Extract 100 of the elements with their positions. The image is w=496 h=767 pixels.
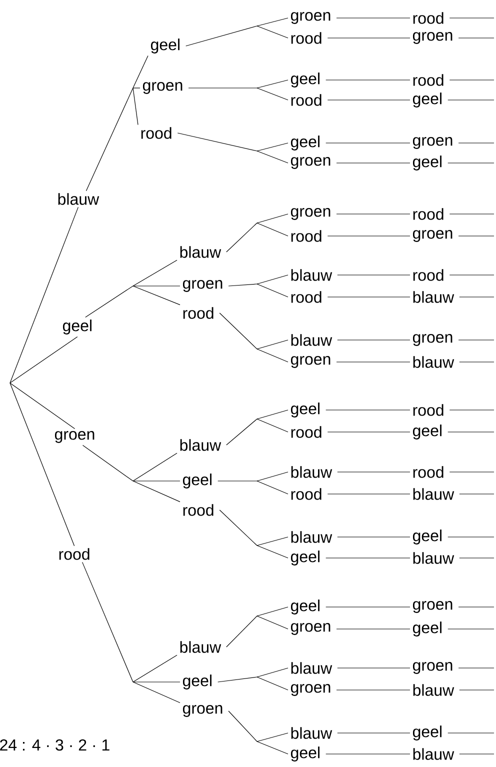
branch-line: [186, 26, 258, 46]
branch-label: geel: [290, 550, 320, 566]
branch-line: [458, 142, 494, 144]
branch-line: [326, 606, 410, 608]
branch-line: [82, 444, 134, 482]
branch-line: [228, 710, 258, 742]
branch-line: [256, 472, 288, 482]
formula-label: 24 : 4 · 3 · 2 · 1: [0, 739, 110, 751]
branch-line: [256, 606, 288, 616]
branch-line: [448, 536, 494, 538]
branch-label: geel: [412, 530, 442, 544]
branch-label: groen: [290, 157, 330, 169]
branch-label: groen: [412, 601, 452, 613]
branch-label: geel: [412, 424, 442, 440]
branch-label: blauw: [291, 727, 332, 739]
branch-label: blauw: [413, 552, 454, 564]
branch-line: [226, 616, 258, 648]
branch-label: blauw: [58, 193, 100, 205]
branch-label: groen: [54, 431, 94, 443]
branch-label: rood: [413, 208, 444, 220]
branch-label: blauw: [413, 748, 454, 760]
branch-line: [218, 480, 258, 482]
branch-line: [337, 732, 410, 734]
branch-label: geel: [290, 746, 320, 762]
branch-line: [10, 336, 78, 384]
branch-line: [448, 732, 494, 734]
branch-label: groen: [412, 334, 452, 346]
branch-line: [256, 142, 288, 152]
branch-label: rood: [291, 426, 322, 438]
branch-label: geel: [290, 136, 320, 150]
branch-label: rood: [413, 269, 444, 281]
branch-label: groen: [182, 705, 222, 717]
branch-label: geel: [150, 38, 180, 54]
branch-label: blauw: [413, 291, 454, 303]
branch-label: rood: [59, 548, 90, 560]
branch-label: blauw: [291, 466, 332, 478]
branch-line: [82, 562, 134, 682]
branch-label: rood: [291, 291, 322, 303]
branch-line: [256, 348, 288, 362]
branch-label: groen: [290, 623, 330, 635]
branch-label: groen: [290, 12, 330, 24]
branch-line: [256, 340, 288, 350]
branch-label: rood: [291, 488, 322, 500]
branch-line: [256, 418, 288, 432]
branch-label: groen: [290, 684, 330, 696]
branch-label: geel: [290, 72, 320, 88]
branch-line: [256, 741, 288, 754]
branch-label: blauw: [180, 246, 222, 258]
branch-line: [337, 536, 410, 538]
branch-line: [256, 545, 288, 558]
branch-label: blauw: [413, 684, 454, 696]
branch-label: rood: [291, 230, 322, 242]
branch-line: [326, 142, 410, 144]
branch-line: [132, 286, 180, 306]
branch-line: [448, 628, 494, 630]
branch-label: groen: [412, 230, 452, 242]
branch-label: groen: [290, 208, 330, 220]
branch-line: [256, 150, 288, 164]
branch-label: geel: [412, 726, 442, 740]
branch-label: geel: [182, 674, 212, 690]
branch-line: [226, 222, 258, 252]
branch-label: rood: [413, 74, 444, 86]
branch-line: [132, 88, 138, 126]
branch-line: [256, 18, 288, 26]
branch-line: [132, 480, 180, 482]
branch-line: [256, 88, 288, 100]
branch-label: blauw: [180, 641, 222, 653]
branch-line: [256, 26, 288, 38]
branch-line: [449, 274, 494, 276]
branch-line: [256, 732, 288, 742]
branch-label: rood: [141, 127, 172, 139]
branch-label: groen: [182, 280, 222, 292]
branch-line: [132, 682, 180, 704]
branch-line: [132, 55, 148, 88]
branch-line: [226, 418, 258, 446]
branch-label: blauw: [291, 334, 332, 346]
branch-label: geel: [290, 600, 320, 614]
branch-label: groen: [142, 82, 182, 94]
branch-label: rood: [291, 94, 322, 106]
branch-line: [218, 676, 258, 682]
branch-line: [85, 286, 134, 318]
branch-line: [219, 312, 258, 350]
branch-line: [256, 284, 288, 298]
branch-line: [86, 88, 134, 192]
branch-label: geel: [412, 92, 442, 108]
branch-line: [256, 668, 288, 678]
branch-line: [448, 162, 494, 164]
branch-line: [459, 296, 494, 298]
branch-label: geel: [62, 320, 92, 334]
branch-label: rood: [291, 32, 322, 44]
branch-label: rood: [413, 466, 444, 478]
branch-line: [132, 452, 178, 482]
branch-line: [256, 410, 288, 420]
branch-label: groen: [412, 137, 452, 149]
branch-label: rood: [413, 12, 444, 24]
branch-label: rood: [183, 504, 214, 516]
branch-label: rood: [183, 307, 214, 319]
branch-line: [10, 382, 75, 546]
branch-line: [327, 296, 410, 298]
branch-line: [256, 274, 288, 284]
